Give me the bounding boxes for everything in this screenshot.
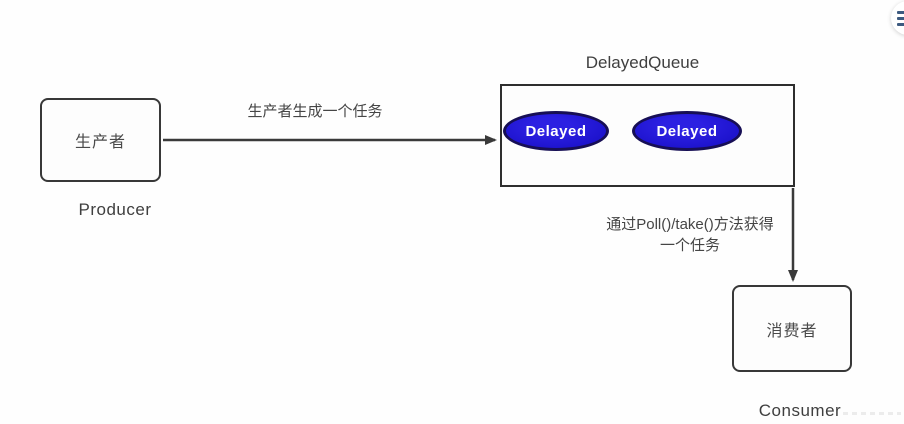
hamburger-menu-icon <box>897 16 904 20</box>
consumer-caption: Consumer <box>758 401 842 420</box>
producer-label: 生产者 <box>74 134 126 151</box>
consume-arrow-label: 通过Poll()/take()方法获得 一个任务 <box>580 214 800 256</box>
delayed-task-ellipse: Delayed <box>632 111 742 151</box>
hamburger-menu-icon <box>897 10 904 14</box>
floating-menu-button[interactable] <box>891 1 904 35</box>
hamburger-menu-icon <box>897 22 904 26</box>
consumer-node: 消费者 <box>732 285 852 372</box>
faint-watermark <box>843 409 901 419</box>
consume-arrow-label-line1: 通过Poll()/take()方法获得 <box>606 216 774 233</box>
producer-node: 生产者 <box>40 98 161 182</box>
queue-title: DelayedQueue <box>585 53 700 72</box>
delayed-task-label: Delayed <box>525 122 587 140</box>
consumer-label: 消费者 <box>766 322 818 340</box>
produce-arrow-label: 生产者生成一个任务 <box>247 103 383 120</box>
delayed-task-label: Delayed <box>656 122 718 140</box>
producer-caption: Producer <box>78 200 152 219</box>
delayed-task-ellipse: Delayed <box>503 111 609 151</box>
consume-arrow-label-line2: 一个任务 <box>659 237 720 254</box>
